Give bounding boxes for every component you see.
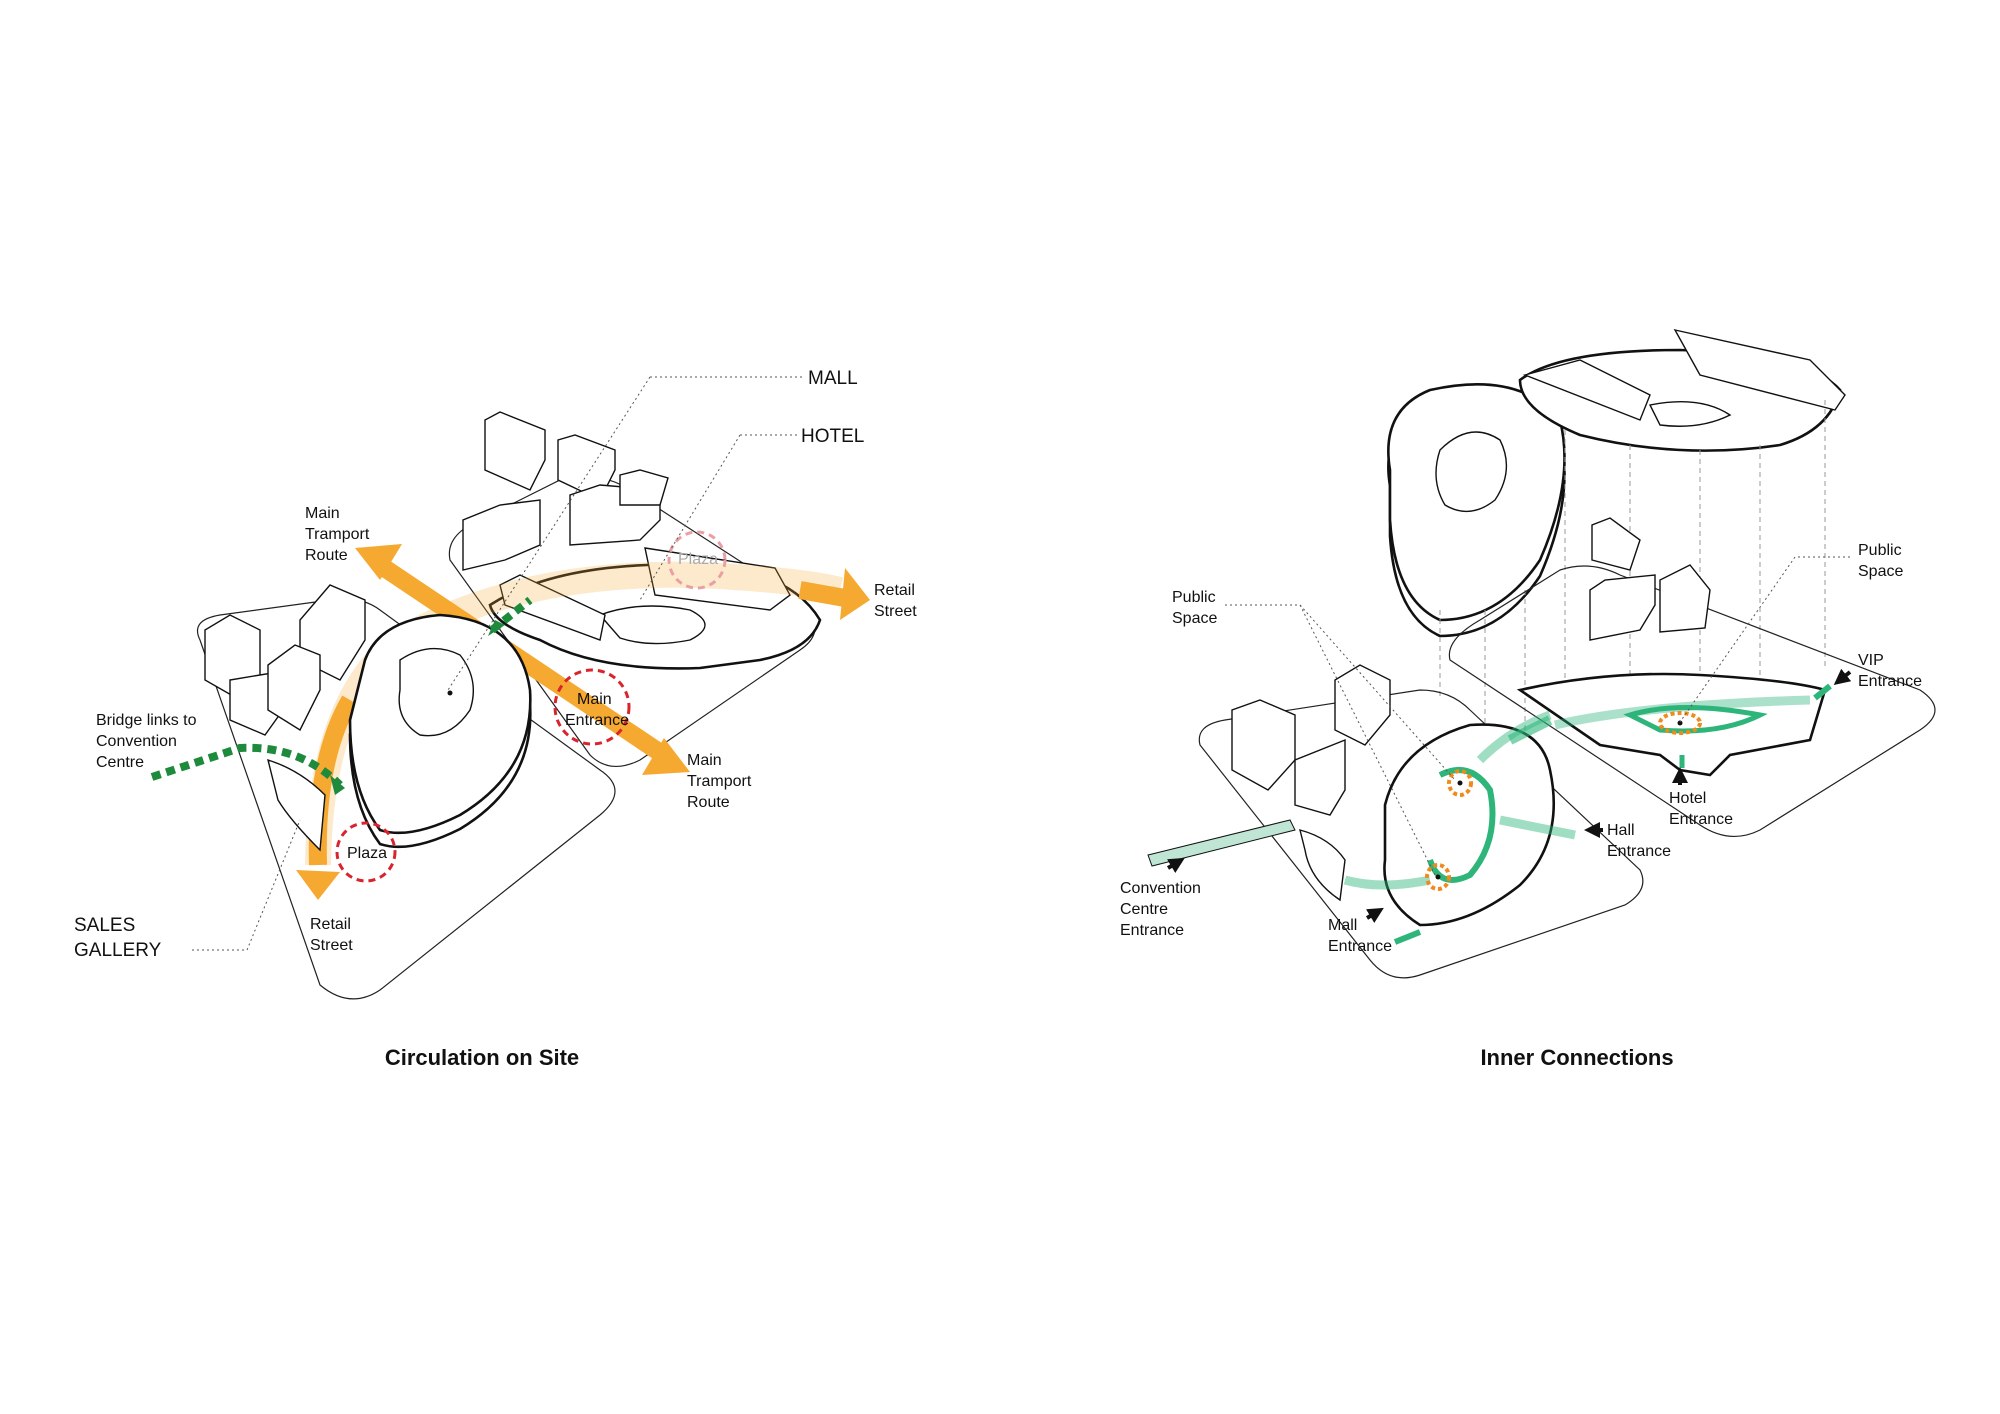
sales-gallery (267, 758, 326, 852)
title-inner-connections: Inner Connections (1480, 1045, 1673, 1070)
towers-right (1231, 517, 1711, 816)
convention-bridge (1147, 819, 1296, 867)
label-hotel: HOTEL (801, 426, 864, 447)
title-circulation: Circulation on Site (385, 1045, 579, 1070)
plaza-top-circle (667, 530, 727, 590)
label-plaza-top: Plaza (678, 551, 718, 568)
towers-left (204, 584, 366, 736)
label-plaza-bottom: Plaza (347, 845, 387, 862)
mall-floor-plate (1343, 710, 1576, 945)
mall-building (348, 613, 532, 849)
label-mall: MALL (808, 368, 858, 389)
main-entrance-circle (553, 668, 631, 746)
green-bridge-link (150, 743, 343, 788)
hotel-floor-plate (1516, 672, 1832, 777)
hotel-building (488, 547, 822, 670)
hotel-upper-volume (1518, 328, 1846, 452)
plaza-bottom-circle (335, 821, 397, 883)
entry-arrow-icons (1166, 668, 1852, 923)
mall-upper-volume (1387, 383, 1566, 638)
towers-hotel (462, 411, 669, 571)
site-plate-mall (196, 598, 616, 1000)
